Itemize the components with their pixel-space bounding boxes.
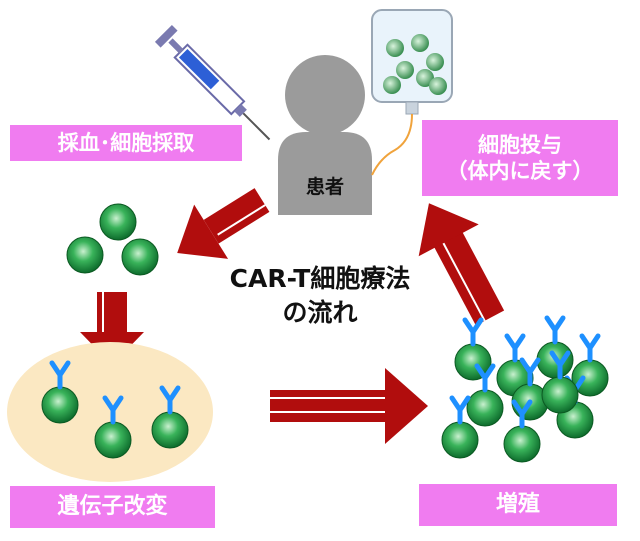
patient-label: 患者: [305, 176, 344, 198]
patient-silhouette: [278, 55, 372, 215]
diagram-title-line1: CAR-T細胞療法: [229, 264, 411, 293]
collected-cells: [66, 203, 159, 276]
label-administration-line2: （体内に戻す）: [446, 159, 594, 183]
diagram-title-line2: の流れ: [282, 297, 358, 327]
syringe-icon: [154, 24, 271, 141]
arrow-to-collection: [177, 188, 270, 259]
iv-bag-icon: [371, 9, 453, 176]
label-collection: 採血･細胞採取: [10, 125, 242, 161]
arrow-to-expansion: [270, 368, 428, 444]
modification-area: [7, 342, 213, 482]
label-administration: 細胞投与 （体内に戻す）: [422, 120, 618, 196]
label-modification: 遺伝子改変: [10, 486, 215, 528]
diagram-title: CAR-T細胞療法 の流れ: [215, 262, 425, 330]
arrow-to-administration: [418, 203, 505, 326]
label-expansion: 増殖: [419, 484, 617, 526]
expanded-cells: [441, 318, 609, 463]
label-administration-line1: 細胞投与: [478, 132, 562, 157]
